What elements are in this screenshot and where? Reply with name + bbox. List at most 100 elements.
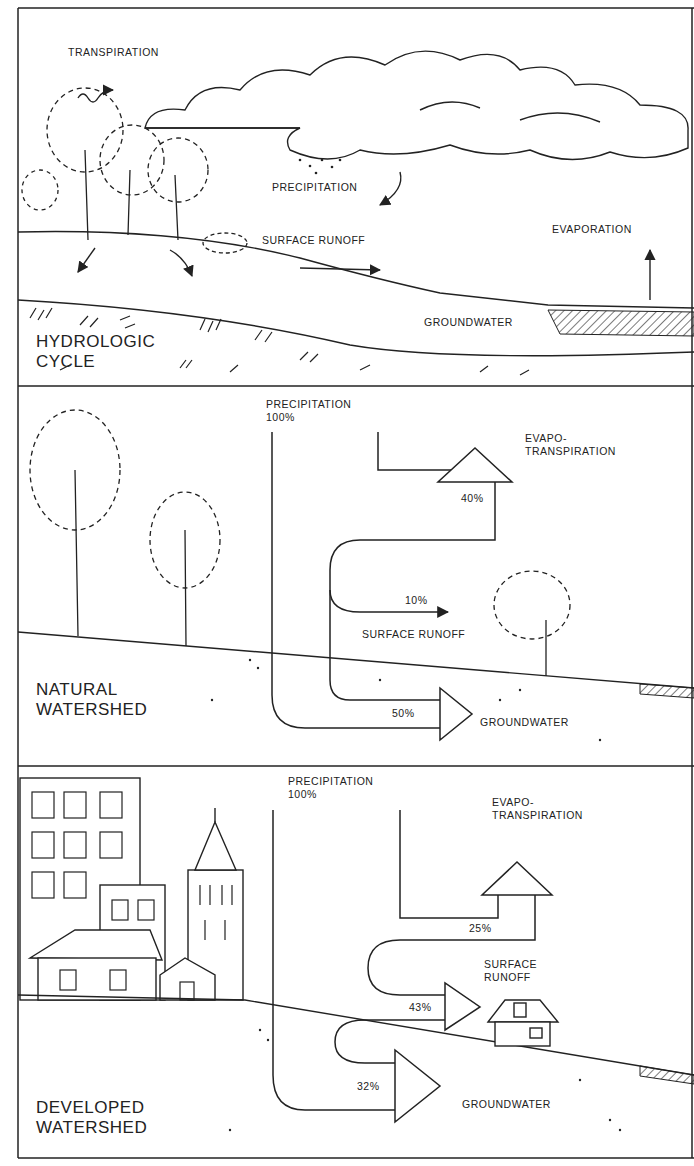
trees: [22, 88, 247, 253]
panel-frame: [18, 8, 694, 1158]
ground-dots: [229, 1129, 231, 1131]
windows: [110, 970, 126, 990]
layer-label: GROUNDWATER: [480, 716, 569, 729]
trees: [150, 492, 220, 588]
ground-dots: [211, 699, 213, 701]
flow-arrows: [380, 172, 401, 205]
ground-dots: [609, 1119, 611, 1121]
flow-label: PRECIPITATION 100%: [266, 398, 351, 423]
percent-label: 43%: [409, 1001, 432, 1014]
ground-dots: [499, 699, 501, 701]
flow-split-arrow: [400, 810, 498, 918]
rain-drops: [315, 172, 318, 175]
flow-split-arrow: [438, 448, 512, 482]
flow-arrows: [78, 90, 650, 300]
trees: [148, 138, 208, 202]
windows: [100, 792, 122, 818]
flow-arrows: [300, 268, 380, 270]
flow-label: EVAPO- TRANSPIRATION: [525, 432, 616, 457]
flow-arrows: [78, 90, 113, 102]
cloud: [145, 51, 688, 159]
flow-split-arrow: [272, 432, 512, 740]
process-label: EVAPORATION: [552, 223, 632, 236]
rain-drops: [299, 159, 342, 175]
panel-title: HYDROLOGIC CYCLE: [36, 332, 155, 373]
trees: [47, 88, 123, 172]
flow-split-arrow: [273, 810, 395, 1110]
house: [488, 1000, 558, 1046]
buildings: [160, 958, 215, 1000]
ground-dots: [249, 659, 251, 661]
ground-dots: [519, 689, 521, 691]
ground-dots: [579, 1079, 581, 1081]
windows: [32, 792, 232, 1000]
water: [640, 1066, 694, 1084]
percent-label: 32%: [357, 1080, 380, 1093]
house: [514, 1003, 526, 1017]
ground-dots: [379, 679, 381, 681]
ground-dots: [259, 1029, 261, 1031]
flow-label: PRECIPITATION 100%: [288, 775, 373, 800]
trees: [22, 170, 58, 210]
windows: [138, 900, 154, 920]
flow-label: SURFACE RUNOFF: [362, 628, 465, 641]
flow-split-arrow: [378, 432, 455, 482]
ground-dots: [267, 1039, 269, 1041]
house: [488, 1000, 558, 1022]
rain-drops: [331, 166, 334, 169]
rain-drops: [339, 159, 342, 162]
flow-arrows: [170, 250, 192, 276]
grass-marks: [60, 360, 529, 375]
house: [530, 1028, 542, 1038]
percent-label: 40%: [461, 492, 484, 505]
water: [640, 684, 694, 698]
flow-split-arrow: [272, 432, 440, 728]
flow-split-arrow: [330, 482, 495, 700]
process-label: TRANSPIRATION: [68, 46, 159, 59]
percent-label: 25%: [469, 922, 492, 935]
trees: [100, 125, 164, 195]
grass-marks: [30, 308, 98, 327]
buildings: [30, 930, 162, 960]
ground-line: [18, 995, 694, 1075]
panel-title: DEVELOPED WATERSHED: [36, 1098, 147, 1139]
panel-title: NATURAL WATERSHED: [36, 680, 147, 721]
flow-split-arrow: [445, 983, 480, 1030]
rain-drops: [299, 159, 302, 162]
ground-layers: [18, 232, 694, 308]
process-label: PRECIPITATION: [272, 181, 357, 194]
ground-dots: [619, 1129, 621, 1131]
buildings: [195, 822, 236, 870]
rain-drops: [309, 165, 312, 168]
flow-arrows: [649, 250, 650, 300]
trees: [30, 410, 570, 676]
water: [548, 310, 694, 336]
layer-label: GROUNDWATER: [462, 1098, 551, 1111]
ground-dots: [599, 739, 601, 741]
buildings: [38, 958, 156, 1000]
panel-frame: [18, 385, 694, 387]
windows: [64, 832, 86, 858]
grass-marks: [30, 308, 529, 375]
buildings: [20, 778, 243, 1000]
trees: [30, 410, 120, 530]
percent-label: 10%: [405, 594, 428, 607]
trees: [203, 233, 247, 253]
flow-split-arrow: [335, 1020, 445, 1063]
percent-label: 50%: [392, 707, 415, 720]
rain-drops: [321, 159, 324, 162]
layer-label: GROUNDWATER: [424, 316, 513, 329]
panel-frame: [18, 765, 694, 767]
cloud: [145, 51, 688, 159]
flow-label: SURFACE RUNOFF: [484, 958, 537, 983]
flow-split-arrow: [330, 590, 448, 612]
windows: [32, 792, 54, 818]
windows: [32, 832, 54, 858]
trees: [545, 620, 546, 676]
windows: [100, 832, 122, 858]
house: [495, 1022, 550, 1046]
flow-split-arrow: [482, 862, 552, 895]
ground-dots: [257, 667, 259, 669]
cloud: [420, 102, 600, 122]
